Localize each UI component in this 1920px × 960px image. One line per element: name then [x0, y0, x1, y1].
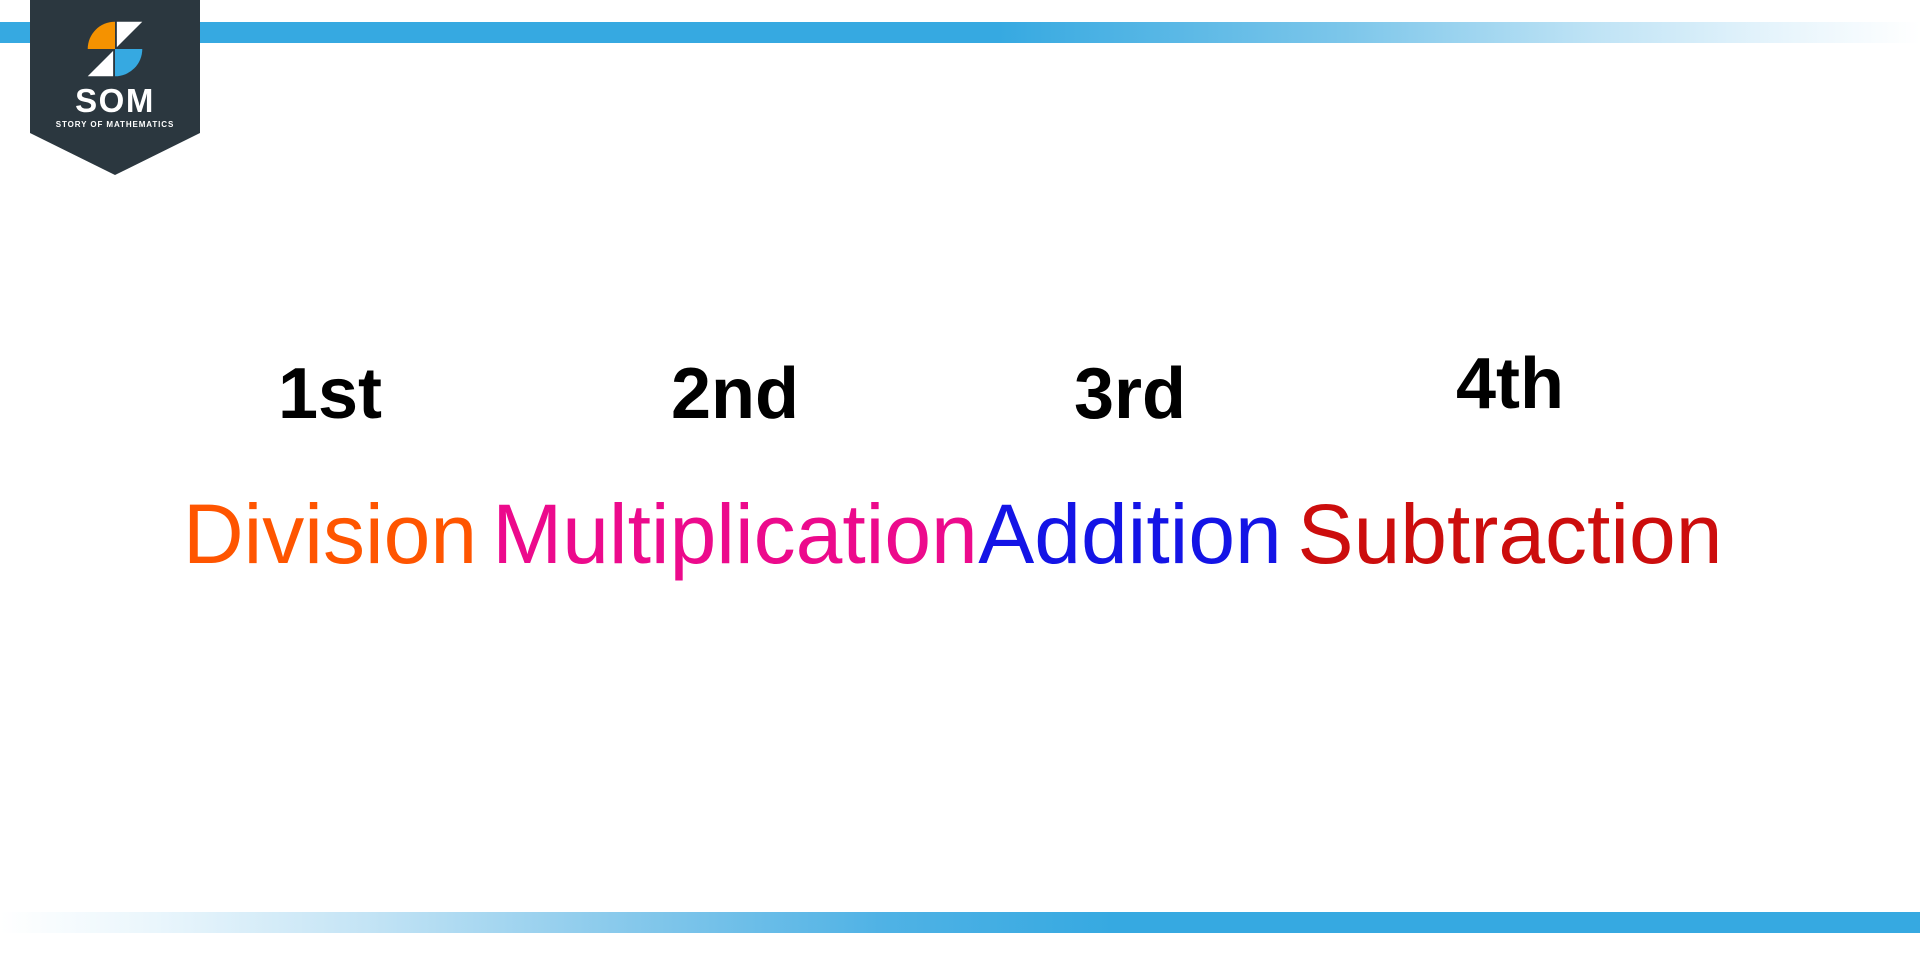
operation-cell-1: Division — [150, 492, 510, 576]
operation-label-division: Division — [182, 487, 478, 581]
som-logo-banner: SOM STORY OF MATHEMATICS — [30, 0, 200, 175]
order-of-operations-diagram: 1st 2nd 3rd 4th Division Multiplication … — [150, 330, 1870, 576]
ordinals-row: 1st 2nd 3rd 4th — [150, 330, 1870, 430]
operation-label-subtraction: Subtraction — [1297, 487, 1723, 581]
som-logo-mark-icon — [87, 21, 143, 77]
ordinal-label-2: 2nd — [670, 354, 799, 434]
ordinal-cell-4: 4th — [1300, 348, 1720, 430]
operation-cell-3: Addition — [960, 492, 1300, 576]
som-tagline: STORY OF MATHEMATICS — [55, 120, 175, 129]
ordinal-label-3: 3rd — [1073, 354, 1187, 434]
ordinal-label-4: 4th — [1456, 344, 1564, 424]
ordinal-label-1: 1st — [277, 354, 383, 434]
top-accent-bar — [0, 22, 1920, 43]
operation-cell-2: Multiplication — [492, 492, 978, 576]
som-wordmark: SOM — [75, 82, 155, 119]
bottom-accent-bar — [0, 912, 1920, 933]
ordinal-cell-3: 3rd — [960, 358, 1300, 430]
operations-row: Division Multiplication Addition Subtrac… — [150, 466, 1870, 576]
ordinal-cell-2: 2nd — [510, 358, 960, 430]
operation-cell-4: Subtraction — [1297, 487, 1723, 581]
operation-label-multiplication: Multiplication — [492, 487, 978, 581]
operation-label-addition: Addition — [978, 487, 1282, 581]
ordinal-cell-1: 1st — [150, 358, 510, 430]
